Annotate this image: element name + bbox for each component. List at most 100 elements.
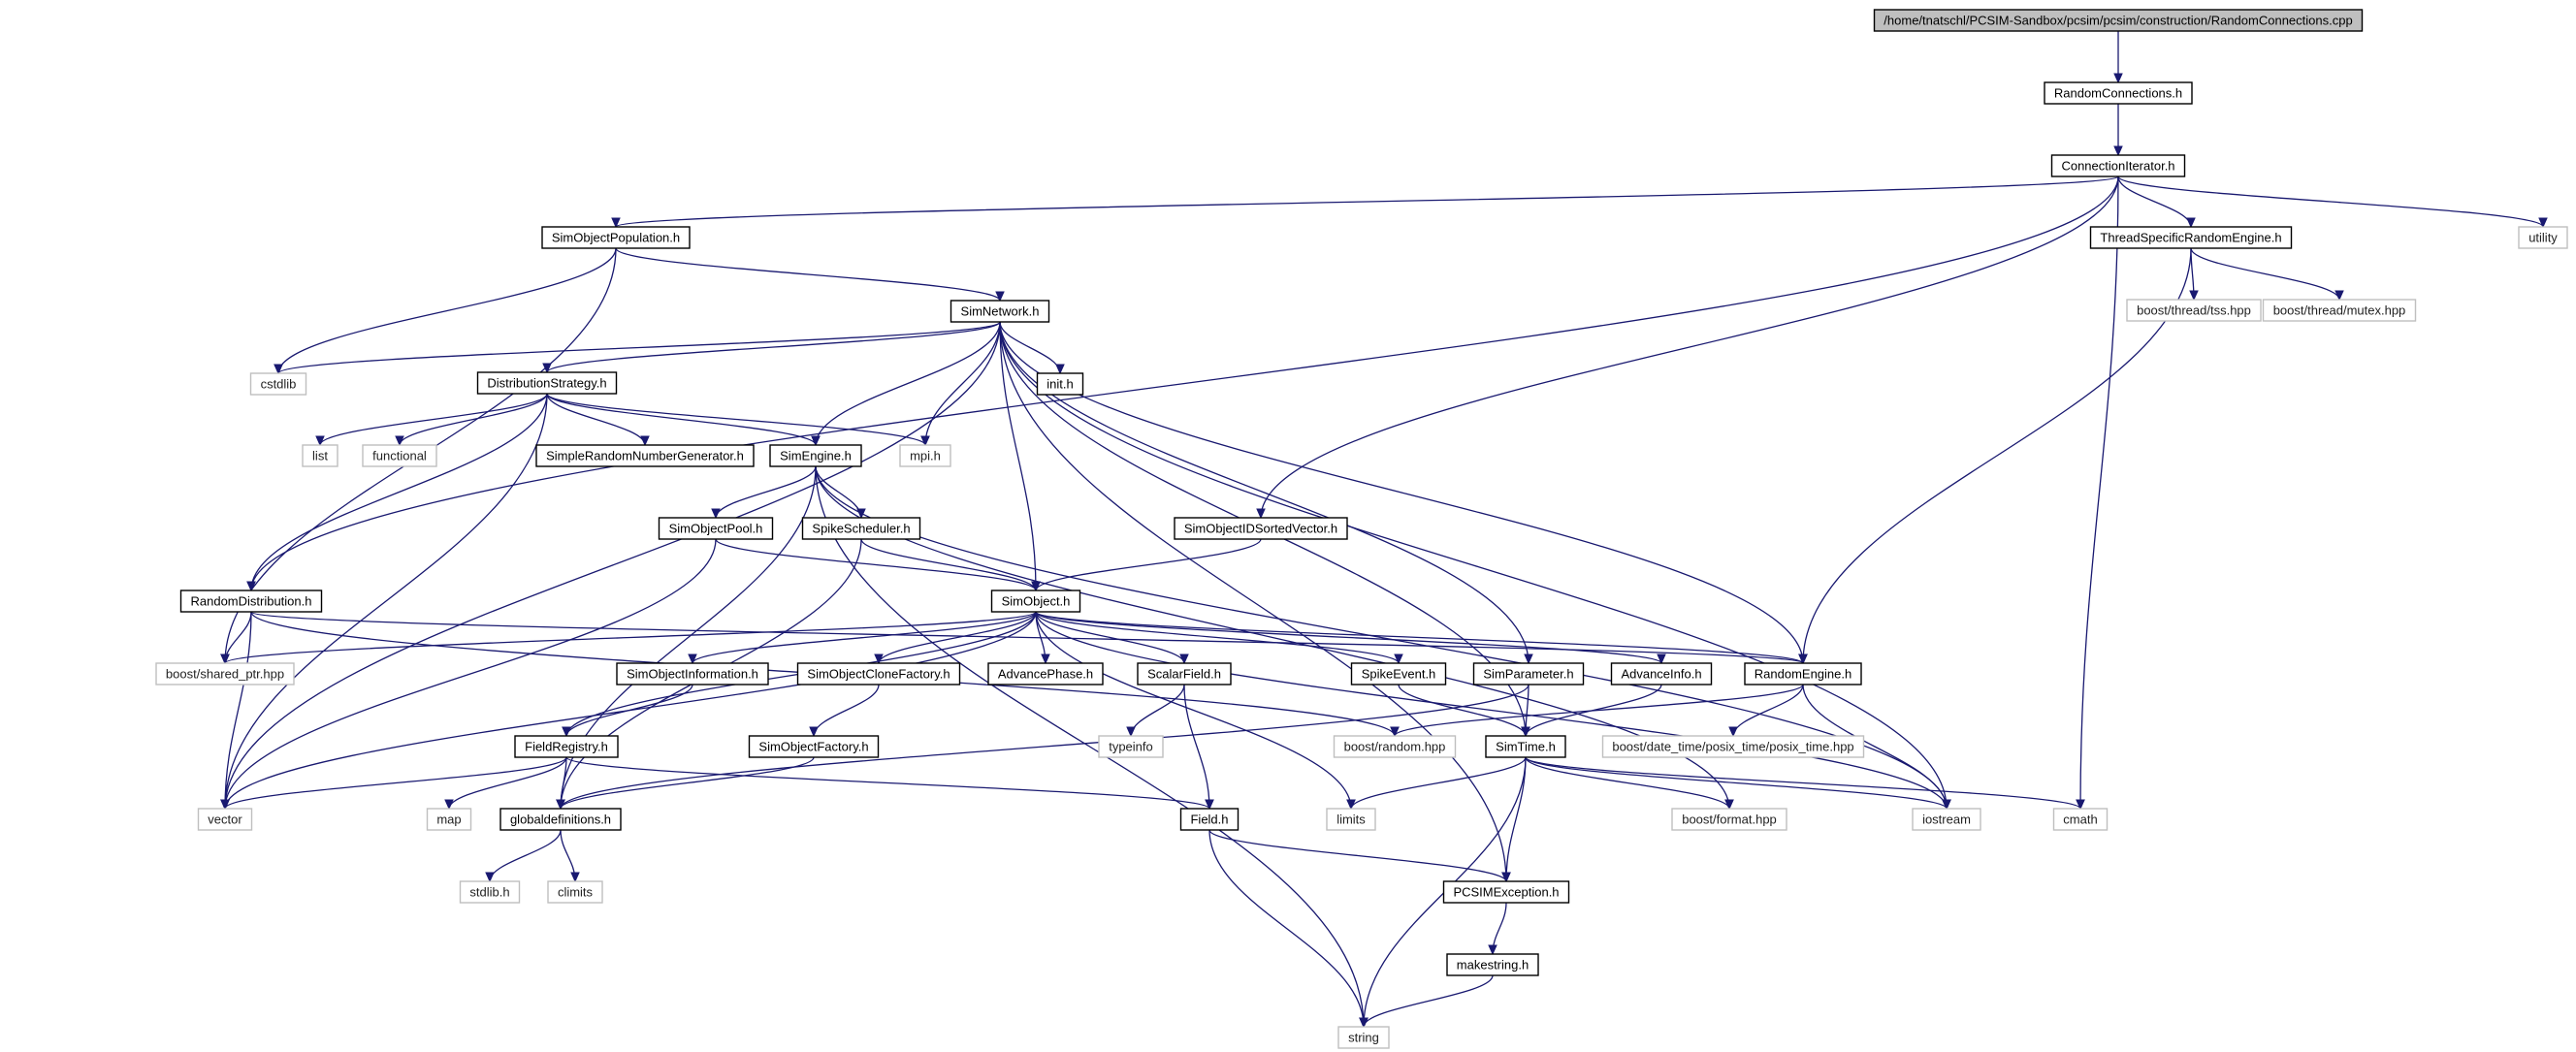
node-soi[interactable]: SimObjectInformation.h [616,662,769,685]
node-rd[interactable]: RandomDistribution.h [179,590,323,613]
node-spe[interactable]: SpikeEvent.h [1350,662,1447,685]
node-climits: climits [547,880,603,904]
edge-re-to-brandom [1390,684,1804,738]
edge-ci-to-soidsv [1256,175,2119,520]
node-box [2262,299,2417,322]
edge-line [1183,684,1210,810]
node-ms[interactable]: makestring.h [1446,953,1539,976]
node-box [796,662,961,685]
node-box [2518,226,2568,249]
arrowhead-icon [611,217,621,229]
node-box [155,662,295,685]
edge-fr-to-map [444,756,567,811]
node-box [950,300,1050,323]
edge-line [1363,974,1494,1028]
edge-line [999,321,1037,591]
edge-line [999,321,1804,664]
edge-line [1398,684,1527,737]
edge-fr-to-vector [220,756,567,811]
edge-sf-to-field [1183,684,1214,811]
node-box [616,662,769,685]
edge-line [224,611,252,810]
arrowhead-icon [1524,654,1533,665]
node-label: SimObjectFactory.h [758,740,868,754]
edge-line [999,321,1507,882]
node-socf[interactable]: SimObjectCloneFactory.h [796,662,961,685]
arrowhead-icon [1942,799,1951,811]
edge-ds-to-functional [395,393,548,447]
arrowhead-icon [1041,654,1050,665]
arrowhead-icon [1126,726,1136,738]
node-label: string [1348,1031,1379,1045]
node-sof[interactable]: SimObjectFactory.h [748,735,880,758]
node-tsre[interactable]: ThreadSpecificRandomEngine.h [2089,226,2293,249]
node-ci[interactable]: ConnectionIterator.h [2050,154,2186,177]
edge-line [546,393,926,446]
node-label: iostream [1922,813,1971,827]
node-box [1442,880,1570,904]
edge-line [878,611,1037,664]
node-soidsv[interactable]: SimObjectIDSortedVector.h [1174,517,1348,540]
edge-fr-to-gd [556,756,567,811]
arrowhead-icon [220,799,230,811]
node-se[interactable]: SimEngine.h [769,444,862,467]
edge-socf-to-sof [809,684,880,738]
node-box [987,662,1104,685]
node-srng[interactable]: SimpleRandomNumberGenerator.h [535,444,755,467]
node-root[interactable]: /home/tnatschl/PCSIM-Sandbox/pcsim/pcsim… [1873,9,2364,32]
node-box [769,444,862,467]
node-label: SpikeEvent.h [1362,667,1436,682]
arrowhead-icon [2189,290,2199,302]
edge-line [546,321,1001,373]
node-ss[interactable]: SpikeScheduler.h [801,517,921,540]
edge-st-to-iostream [1525,756,1951,811]
edge-line [1525,756,2081,810]
node-cmath: cmath [2052,808,2109,831]
edge-sopool-to-so [715,538,1041,592]
node-sn[interactable]: SimNetwork.h [950,300,1050,323]
node-box [1350,662,1447,685]
edge-line [546,393,646,446]
edge-st-to-bformat [1525,756,1734,811]
node-pcx[interactable]: PCSIMException.h [1442,880,1570,904]
edge-line [1035,611,1662,664]
node-st[interactable]: SimTime.h [1485,735,1566,758]
node-label: SimObject.h [1002,594,1071,609]
node-label: SimEngine.h [780,449,852,463]
arrowhead-icon [1055,364,1065,375]
node-box [1472,662,1585,685]
graph-nodes: /home/tnatschl/PCSIM-Sandbox/pcsim/pcsim… [155,9,2568,1049]
node-label: cstdlib [261,377,297,392]
edge-line [615,175,2119,228]
edge-line [1505,756,1527,882]
node-sf[interactable]: ScalarField.h [1137,662,1232,685]
node-so[interactable]: SimObject.h [990,590,1081,613]
node-label: SimpleRandomNumberGenerator.h [546,449,744,463]
node-sop[interactable]: SimObjectPopulation.h [541,226,691,249]
node-box [1036,372,1084,396]
node-init[interactable]: init.h [1036,372,1084,396]
node-bformat: boost/format.hpp [1671,808,1787,831]
edge-se-to-sopool [711,465,817,520]
node-fr[interactable]: FieldRegistry.h [514,735,619,758]
node-tss: boost/thread/tss.hpp [2126,299,2262,322]
node-ap[interactable]: AdvancePhase.h [987,662,1104,685]
node-rc[interactable]: RandomConnections.h [2044,81,2193,105]
node-field[interactable]: Field.h [1179,808,1240,831]
edge-st-to-limits [1346,756,1527,811]
arrowhead-icon [1501,872,1511,883]
node-gd[interactable]: globaldefinitions.h [499,808,622,831]
graph-edges [220,31,2548,1029]
arrowhead-icon [246,581,256,592]
node-label: boost/date_time/posix_time/posix_time.hp… [1612,740,1853,754]
node-label: /home/tnatschl/PCSIM-Sandbox/pcsim/pcsim… [1884,14,2352,28]
edge-line [924,321,1001,446]
node-re[interactable]: RandomEngine.h [1744,662,1862,685]
node-sp[interactable]: SimParameter.h [1472,662,1585,685]
edge-line [2117,175,2544,228]
node-ds[interactable]: DistributionStrategy.h [476,371,618,395]
edge-line [999,321,1530,664]
node-sopool[interactable]: SimObjectPool.h [658,517,774,540]
node-ai[interactable]: AdvanceInfo.h [1610,662,1713,685]
arrowhead-icon [1031,581,1041,592]
